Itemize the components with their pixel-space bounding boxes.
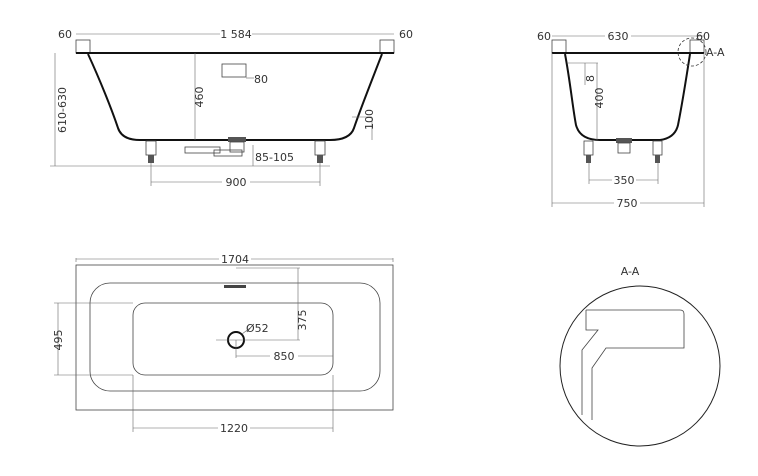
dim-drain-offset-x: 850 xyxy=(274,350,295,363)
overflow xyxy=(224,285,246,288)
dim-rim-left: 60 xyxy=(537,30,551,43)
dim-leg-spacing: 350 xyxy=(614,174,635,187)
section-marker: A-A xyxy=(706,46,725,59)
detail-a-a: A-A xyxy=(559,265,721,447)
dim-drain-offset-y: 375 xyxy=(296,310,309,331)
tub-profile xyxy=(564,53,691,141)
detail-title: A-A xyxy=(621,265,640,278)
dim-rim-right: 60 xyxy=(696,30,710,43)
dim-basin-length: 1220 xyxy=(220,422,248,435)
leg-right xyxy=(314,140,326,163)
section-circle xyxy=(677,37,707,67)
dim-height: 610-630 xyxy=(56,87,69,133)
inner-rim xyxy=(89,282,381,392)
drain-assembly xyxy=(184,137,246,157)
dim-rim-right: 60 xyxy=(399,28,413,41)
dim-drain-diameter: Ø52 xyxy=(246,322,269,335)
dim-depth: 460 xyxy=(193,87,206,108)
dim-overflow: 80 xyxy=(254,73,268,86)
dim-length: 1 584 xyxy=(220,28,252,41)
dim-rim-left: 60 xyxy=(58,28,72,41)
dim-width: 495 xyxy=(52,330,65,351)
overflow xyxy=(221,63,247,78)
outer-rim xyxy=(75,264,394,411)
dim-side-drop: 100 xyxy=(363,109,376,130)
leg-left xyxy=(583,140,594,163)
drain xyxy=(616,138,632,154)
front-view: 60 1 584 60 610-630 460 80 100 85-105 90… xyxy=(50,28,413,189)
dim-width-inner: 630 xyxy=(608,30,629,43)
leg-right xyxy=(652,140,663,163)
dim-drain-height: 85-105 xyxy=(255,151,294,164)
detail-circle xyxy=(559,285,721,447)
rim-right-block xyxy=(379,39,395,54)
dim-offset: 8 xyxy=(584,75,597,82)
side-view: 60 630 60 A-A 8 400 350 750 xyxy=(537,30,725,210)
dim-depth: 400 xyxy=(593,88,606,109)
dim-length: 1704 xyxy=(221,253,249,266)
dim-leg-spacing: 900 xyxy=(226,176,247,189)
tub-profile xyxy=(87,53,383,141)
leg-left xyxy=(145,140,157,163)
rim-left-block xyxy=(75,39,91,54)
top-view: 1704 495 375 Ø52 850 1220 xyxy=(52,253,394,435)
basin xyxy=(132,302,334,376)
dim-total-width: 750 xyxy=(617,197,638,210)
